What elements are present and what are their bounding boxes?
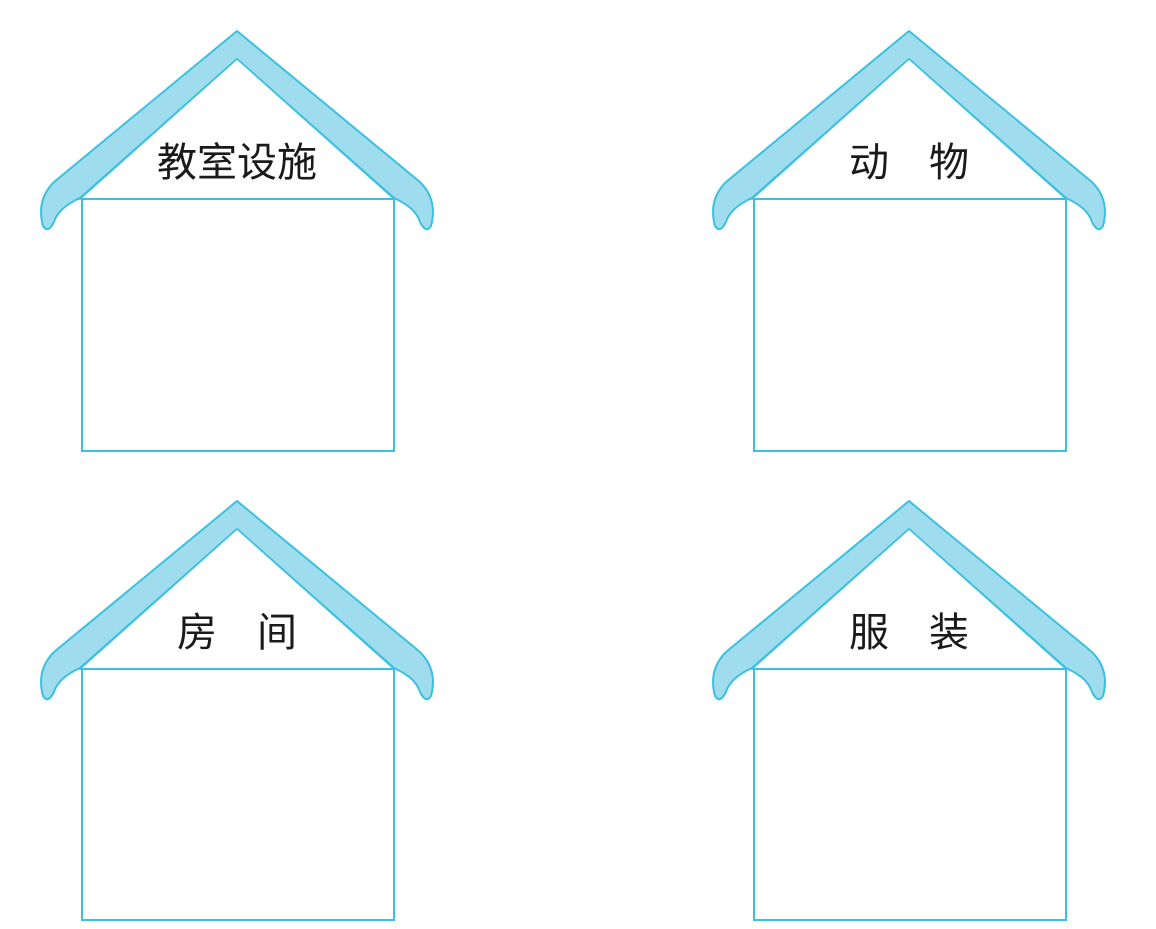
house-label: 服 装 <box>849 610 969 656</box>
house-animals: 动 物 <box>712 30 1106 452</box>
house-body-box <box>753 668 1067 921</box>
house-rooms: 房 间 <box>40 500 434 921</box>
house-label: 教室设施 <box>157 140 317 186</box>
house-body-box <box>81 668 395 921</box>
house-body-box <box>81 198 395 452</box>
house-label: 动 物 <box>849 140 969 186</box>
house-label: 房 间 <box>177 610 297 656</box>
house-clothing: 服 装 <box>712 500 1106 921</box>
house-body-box <box>753 198 1067 452</box>
house-classroom-facilities: 教室设施 <box>40 30 434 452</box>
